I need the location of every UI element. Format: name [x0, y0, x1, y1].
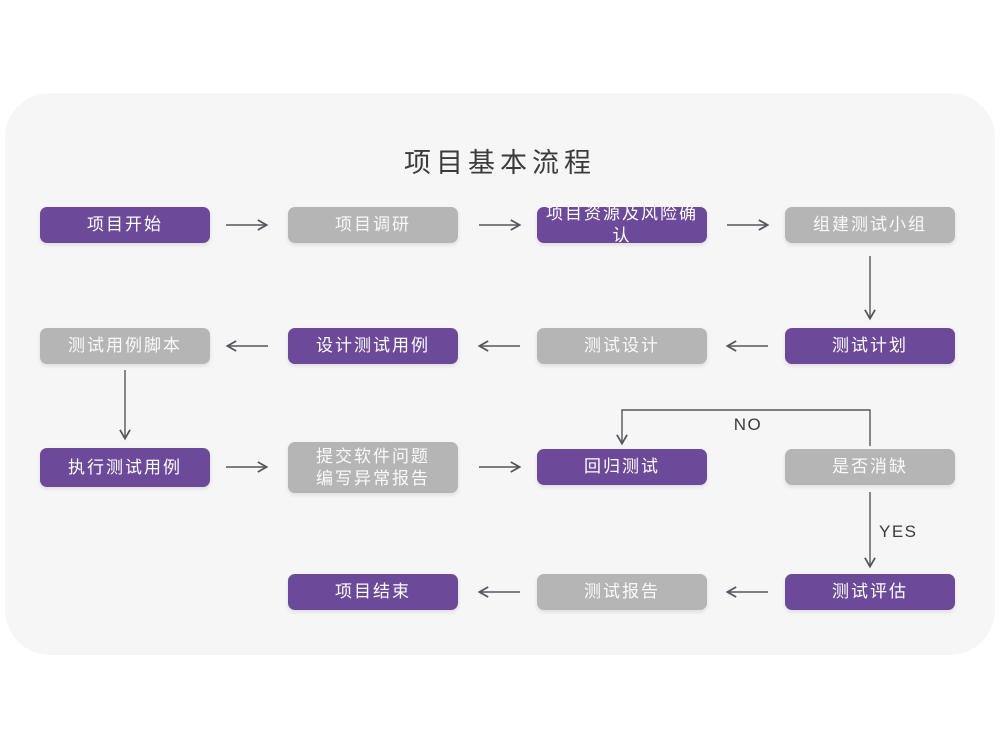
flow-node-test-design: 测试设计	[537, 328, 707, 364]
edge-label-yes: YES	[879, 522, 918, 541]
flow-node-project-research: 项目调研	[288, 207, 458, 243]
flow-node-build-test-team: 组建测试小组	[785, 207, 955, 243]
node-label: 测试报告	[584, 582, 660, 601]
node-label: 回归测试	[584, 457, 660, 476]
flow-node-regression-test: 回归测试	[537, 449, 707, 485]
flow-node-resources-risk-confirm: 项目资源及风险确认	[537, 204, 707, 245]
flow-node-design-test-cases: 设计测试用例	[288, 328, 458, 364]
flow-node-test-plan: 测试计划	[785, 328, 955, 364]
flow-node-test-evaluation: 测试评估	[785, 574, 955, 610]
edge-label-no: NO	[733, 415, 763, 434]
flow-node-project-start: 项目开始	[40, 207, 210, 243]
node-label: 测试设计	[584, 336, 660, 355]
node-label: 执行测试用例	[68, 457, 182, 477]
flow-node-defect-eliminated: 是否消缺	[785, 449, 955, 485]
node-label: 项目开始	[87, 215, 163, 234]
page-title: 项目基本流程	[404, 148, 596, 178]
node-label: 是否消缺	[832, 457, 908, 476]
node-label: 项目资源及风险确认	[546, 204, 698, 245]
flow-node-submit-issue-report: 提交软件问题 编写异常报告	[288, 442, 458, 493]
node-label: 测试评估	[832, 582, 908, 601]
node-label: 提交软件问题 编写异常报告	[316, 446, 430, 488]
node-label: 测试计划	[832, 336, 908, 355]
node-label: 项目结束	[335, 582, 411, 601]
node-label: 组建测试小组	[813, 215, 927, 234]
flow-node-test-case-script: 测试用例脚本	[40, 328, 210, 364]
flow-node-test-report: 测试报告	[537, 574, 707, 610]
node-label: 测试用例脚本	[68, 336, 182, 355]
flow-node-execute-test-cases: 执行测试用例	[40, 448, 210, 487]
flow-node-project-end: 项目结束	[288, 574, 458, 610]
flowchart-card	[5, 93, 995, 655]
node-label: 设计测试用例	[316, 336, 430, 355]
node-label: 项目调研	[335, 215, 411, 234]
